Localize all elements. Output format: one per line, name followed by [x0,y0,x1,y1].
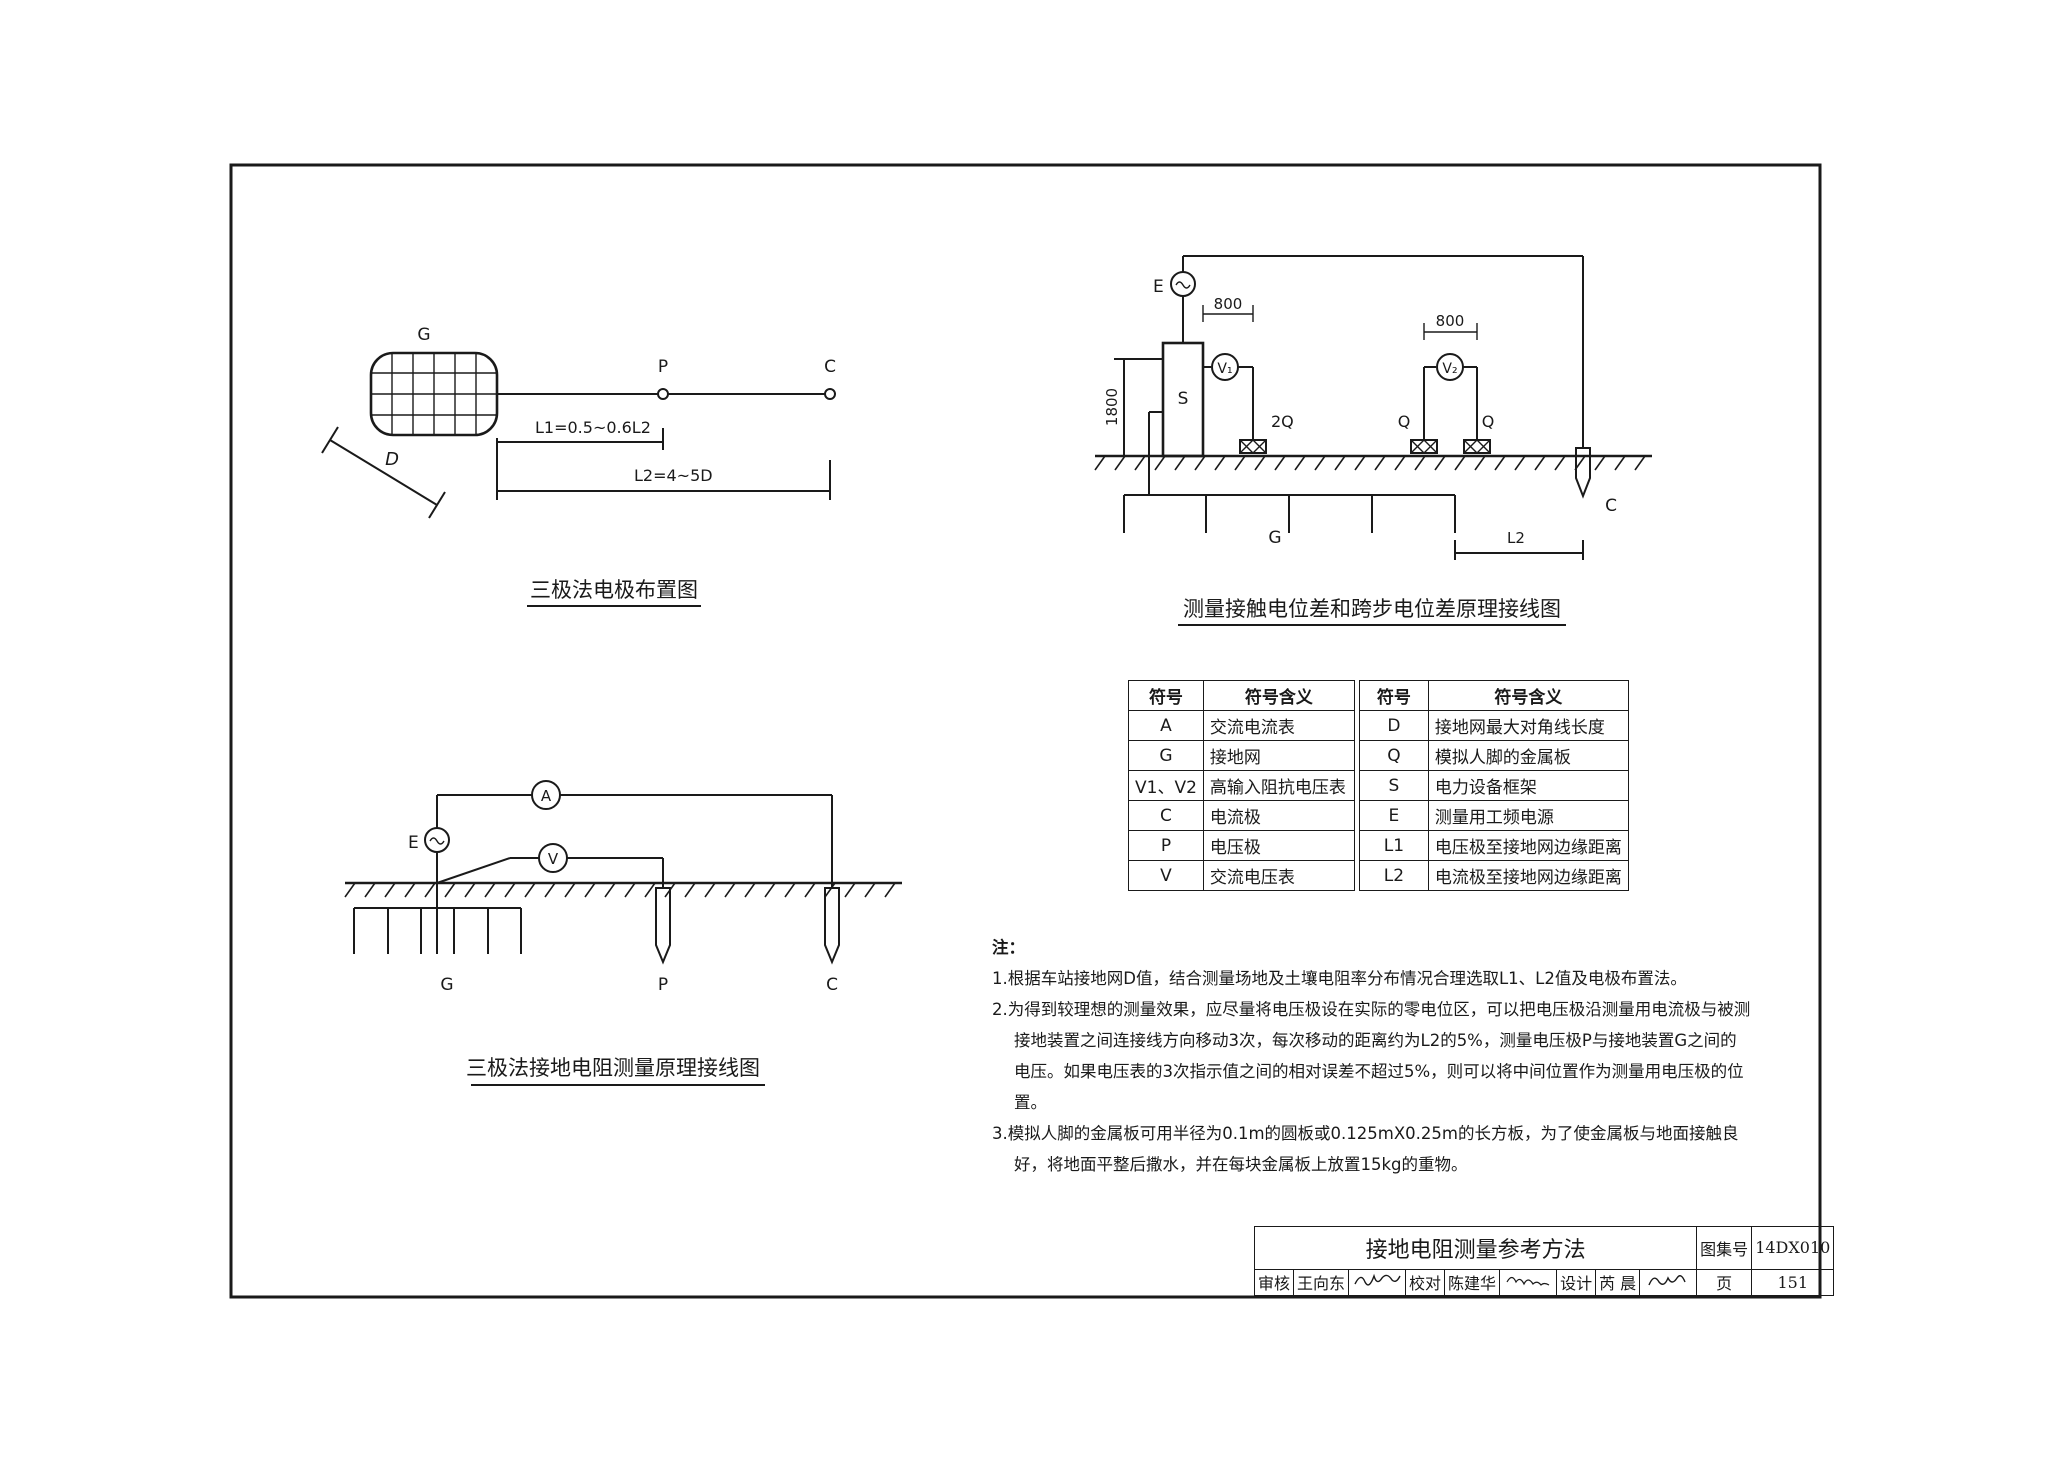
table-cell: C [1128,800,1204,831]
label-S: S [1178,389,1189,409]
table-row: V 交流电压表 L2 电流极至接地网边缘距离 [1128,860,1629,891]
reviewer-name: 王向东 [1293,1268,1350,1297]
symbol-legend-table: 符号 符号含义 符号 符号含义 A 交流电流表 D 接地网最大对角线长度 G 接… [1128,680,1629,891]
note-item: 1.根据车站接地网D值，结合测量场地及土壤电阻率分布情况合理选取L1、L2值及电… [992,969,1687,988]
table-row: A 交流电流表 D 接地网最大对角线长度 [1128,710,1629,741]
note-item: 3.模拟人脚的金属板可用半径为0.1m的圆板或0.125mX0.25m的长方板，… [992,1124,1739,1174]
notes-heading: 注： [992,938,1025,957]
header-meaning: 符号含义 [1427,680,1629,711]
table-cell: E [1358,800,1429,831]
label-C: C [1605,496,1617,516]
header-meaning: 符号含义 [1202,680,1355,711]
label-2Q: 2Q [1271,412,1294,431]
label-C: C [824,357,836,377]
label-L1: L1=0.5~0.6L2 [535,418,651,437]
three-pole-layout-diagram: G P C D L1=0.5~0.6L2 L2=4~5D 三极法电极布置图 [321,325,836,607]
label-E: E [408,833,419,853]
table-cell: 高输入阻抗电压表 [1202,770,1355,801]
page-number: 151 [1751,1268,1835,1297]
notes-section: 注： 1.根据车站接地网D值，结合测量场地及土壤电阻率分布情况合理选取L1、L2… [992,932,1752,1180]
label-L2: L2 [1507,529,1525,547]
diagram-title: 三极法电极布置图 [530,578,698,602]
atlas-number: 14DX010 [1751,1226,1835,1270]
label-Q-right: Q [1482,412,1495,431]
table-cell: 交流电流表 [1202,710,1355,741]
label-G: G [440,975,453,995]
checker-name: 陈建华 [1444,1268,1501,1297]
label-L2: L2=4~5D [634,466,713,485]
atlas-label: 图集号 [1696,1226,1753,1270]
table-cell: P [1128,830,1204,861]
label-D: D [385,449,399,470]
label-E: E [1153,277,1164,297]
design-label: 设计 [1556,1268,1597,1297]
designer-name: 芮 晨 [1595,1268,1641,1297]
sheet-border [229,163,1822,1299]
table-row: P 电压极 L1 电压极至接地网边缘距离 [1128,830,1629,861]
potential-electrode-point [657,388,669,400]
header-symbol: 符号 [1128,680,1204,711]
designer-signature [1639,1268,1698,1297]
page-label: 页 [1696,1268,1753,1297]
foot-plate-q-right [1463,439,1491,454]
table-cell: 电压极 [1202,830,1355,861]
table-cell: 交流电压表 [1202,860,1355,891]
label-V2: V₂ [1442,361,1457,377]
table-cell: S [1358,770,1429,801]
current-electrode-point [824,388,836,400]
potential-electrode [655,887,671,965]
current-electrode [1575,447,1591,499]
table-cell: 电力设备框架 [1427,770,1629,801]
table-row: G 接地网 Q 模拟人脚的金属板 [1128,740,1629,771]
table-cell: 电压极至接地网边缘距离 [1427,830,1629,861]
diagram-title: 测量接触电位差和跨步电位差原理接线图 [1183,597,1561,621]
touch-step-potential-diagram: G S 1800 E C L2 V₁ 2Q [1094,255,1652,626]
label-P: P [658,975,668,995]
table-cell: 模拟人脚的金属板 [1427,740,1629,771]
table-row: V1、V2 高输入阻抗电压表 S 电力设备框架 [1128,770,1629,801]
label-800-left: 800 [1214,295,1243,313]
table-cell: 接地网最大对角线长度 [1427,710,1629,741]
three-pole-wiring-diagram: E A V G P C 三极法接地电阻测量原理接线图 [344,780,902,1086]
table-cell: 接地网 [1202,740,1355,771]
note-item: 2.为得到较理想的测量效果，应尽量将电压极设在实际的零电位区，可以把电压极沿测量… [992,1000,1751,1112]
table-cell: 测量用工频电源 [1427,800,1629,831]
check-label: 校对 [1405,1268,1446,1297]
label-V1: V₁ [1217,361,1232,377]
header-symbol: 符号 [1358,680,1429,711]
label-P: P [658,357,668,377]
drawing-title: 接地电阻测量参考方法 [1253,1226,1698,1270]
label-G: G [1268,528,1281,548]
label-A: A [541,787,552,805]
label-Q-left: Q [1398,412,1411,431]
table-cell: L2 [1358,860,1429,891]
table-cell: G [1128,740,1204,771]
title-block: 接地电阻测量参考方法 图集号 14DX010 审核 王向东 校对 陈建华 设计 … [1253,1226,1835,1297]
review-label: 审核 [1253,1268,1295,1297]
table-cell: 电流极 [1202,800,1355,831]
table-cell: V1、V2 [1128,770,1204,801]
table-cell: D [1358,710,1429,741]
foot-plate-2q [1239,439,1267,454]
table-cell: A [1128,710,1204,741]
diagram-title: 三极法接地电阻测量原理接线图 [466,1056,760,1080]
foot-plate-q-left [1410,439,1438,454]
table-cell: 电流极至接地网边缘距离 [1427,860,1629,891]
label-V: V [548,850,559,868]
table-header-row: 符号 符号含义 符号 符号含义 [1128,680,1629,711]
checker-signature [1499,1268,1558,1297]
reviewer-signature [1348,1268,1407,1297]
table-cell: L1 [1358,830,1429,861]
table-cell: V [1128,860,1204,891]
table-row: C 电流极 E 测量用工频电源 [1128,800,1629,831]
label-1800: 1800 [1103,388,1121,426]
label-G: G [417,325,430,345]
label-C: C [826,975,838,995]
label-800-right: 800 [1436,312,1465,330]
table-cell: Q [1358,740,1429,771]
current-electrode [824,887,840,965]
